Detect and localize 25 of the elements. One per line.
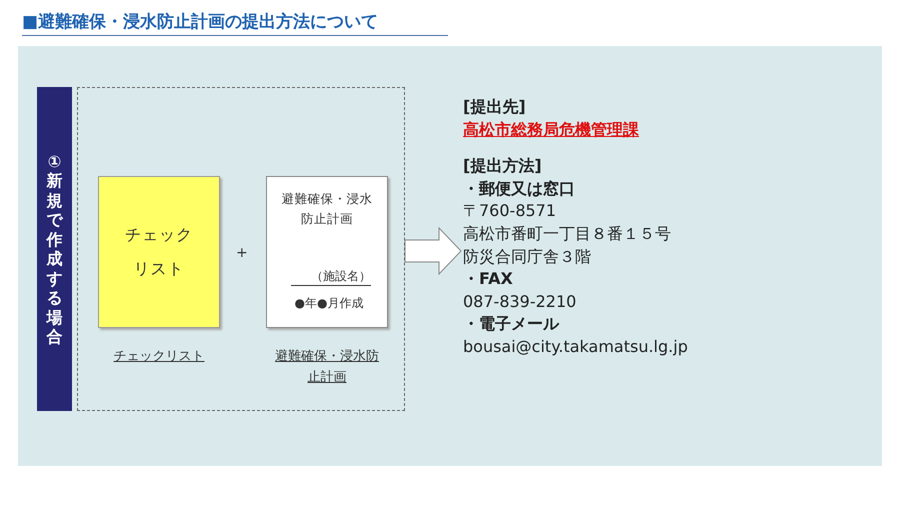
- box-label: チェックリスト: [124, 224, 194, 280]
- contact-text: 防災合同庁舎３階: [463, 246, 591, 268]
- document-box: [266, 176, 388, 328]
- department-name: 高松市総務局危機管理課: [463, 118, 639, 141]
- section-heading: [提出方法]: [463, 155, 542, 178]
- method-heading: ・電子メール: [463, 313, 559, 336]
- document-title: 避難確保・浸水防止計画: [281, 190, 373, 228]
- item-label: チェックリスト: [112, 348, 206, 366]
- dashed-frame: [77, 87, 405, 411]
- plus-sign: +: [236, 245, 248, 261]
- checklist-box: [98, 176, 220, 328]
- band-label: ①新規で作成する場合: [46, 152, 63, 346]
- contact-text: bousai@city.takamatsu.lg.jp: [463, 336, 688, 358]
- contact-text: 087-839-2210: [463, 290, 576, 313]
- method-heading: ・郵便又は窓口: [463, 178, 575, 200]
- contact-text: 〒760-8571: [463, 200, 556, 222]
- title: ■避難確保・浸水防止計画の提出方法について: [22, 10, 448, 36]
- facility-name: （施設名）: [291, 267, 371, 286]
- date-text: ●年●月作成: [294, 295, 364, 312]
- block-arrow: [404, 226, 462, 276]
- method-heading: ・FAX: [463, 268, 513, 290]
- section-heading: [提出先]: [463, 96, 526, 118]
- contact-text: 高松市番町一丁目８番１５号: [463, 223, 671, 245]
- item-label: 避難確保・浸水防止計画: [274, 348, 380, 387]
- side-band: [37, 87, 72, 411]
